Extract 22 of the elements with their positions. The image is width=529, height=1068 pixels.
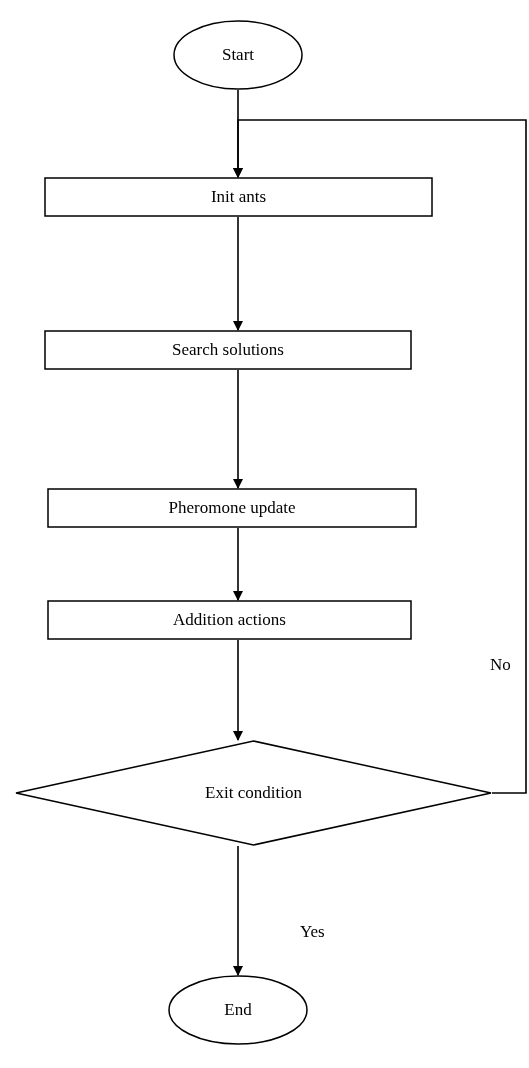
arrow: [233, 527, 243, 601]
node-label: Init ants: [210, 187, 267, 207]
node-label: Search solutions: [172, 340, 284, 360]
process-box: [47, 600, 412, 640]
node-label: Addition actions: [173, 610, 286, 630]
arrow: [233, 119, 527, 794]
process-box: [47, 488, 417, 528]
node-label: End: [224, 1000, 252, 1020]
edge-label: No: [490, 655, 511, 675]
arrow: [233, 216, 243, 331]
node-label: Exit condition: [205, 783, 302, 803]
terminal-ellipse: [173, 20, 303, 90]
arrow: [233, 845, 243, 976]
node-label: Pheromone update: [168, 498, 296, 518]
arrow: [233, 639, 243, 741]
node-label: Start: [221, 45, 255, 65]
process-box: [44, 177, 433, 217]
process-box: [44, 330, 412, 370]
edge-label: Yes: [300, 922, 325, 942]
arrow: [233, 369, 243, 489]
terminal-ellipse: [168, 975, 308, 1045]
decision-diamond: [15, 740, 492, 846]
